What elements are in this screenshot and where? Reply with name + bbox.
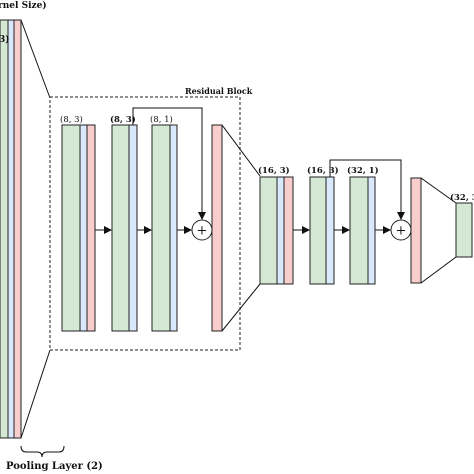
conv1-blue [79, 124, 88, 332]
input-blue-bar [7, 19, 15, 439]
add-symbol-1: + [197, 224, 208, 239]
pooling-layer-brace [20, 445, 65, 458]
conv4-red [283, 176, 294, 285]
conv5-green [309, 176, 327, 285]
add-symbol-2: + [396, 224, 407, 239]
residual2-output-red [410, 177, 422, 284]
skip-connection-2 [329, 159, 405, 220]
label-dim-16-3-a: (16, 3) [258, 165, 290, 176]
funnel-line-top-2 [221, 124, 261, 177]
conv3-green [151, 124, 171, 332]
label-residual-block: Residual Block [185, 86, 253, 96]
skip-connection-1 [132, 107, 206, 220]
funnel-line-top-3 [420, 177, 457, 204]
conv1-red [86, 124, 96, 332]
label-dim-8-3-b: (8, 3) [110, 114, 136, 125]
label-pooling-layer: Pooling Layer (2) [6, 461, 103, 472]
label-dim-16-3-b: (16, 3) [307, 165, 339, 176]
conv7-green [455, 202, 473, 258]
label-top-left-dim: 3) [0, 34, 10, 45]
label-kernel-size: rnel Size) [0, 0, 47, 11]
conv1-green [61, 124, 81, 332]
conv6-green [349, 176, 369, 285]
label-dim-32-3: (32, 3 [450, 192, 474, 203]
conv2-blue [128, 124, 138, 332]
input-green-bar [0, 19, 9, 439]
conv5-blue [325, 176, 335, 285]
funnel-line-bottom-2 [221, 283, 261, 332]
conv6-blue [367, 176, 376, 285]
conv2-green [111, 124, 130, 332]
funnel-line-top-1 [20, 19, 51, 99]
funnel-line-bottom-1 [20, 349, 51, 439]
conv3-blue [169, 124, 178, 332]
conv4-blue [276, 176, 285, 285]
residual-block-box [49, 96, 241, 351]
residual1-output-red [211, 124, 223, 332]
label-dim-8-3-a: (8, 3) [60, 114, 83, 125]
funnel-line-bottom-3 [420, 256, 457, 284]
conv4-green [259, 176, 278, 285]
label-dim-8-1: (8, 1) [150, 114, 173, 125]
input-red-bar [13, 19, 22, 439]
label-dim-32-1: (32, 1) [347, 165, 379, 176]
